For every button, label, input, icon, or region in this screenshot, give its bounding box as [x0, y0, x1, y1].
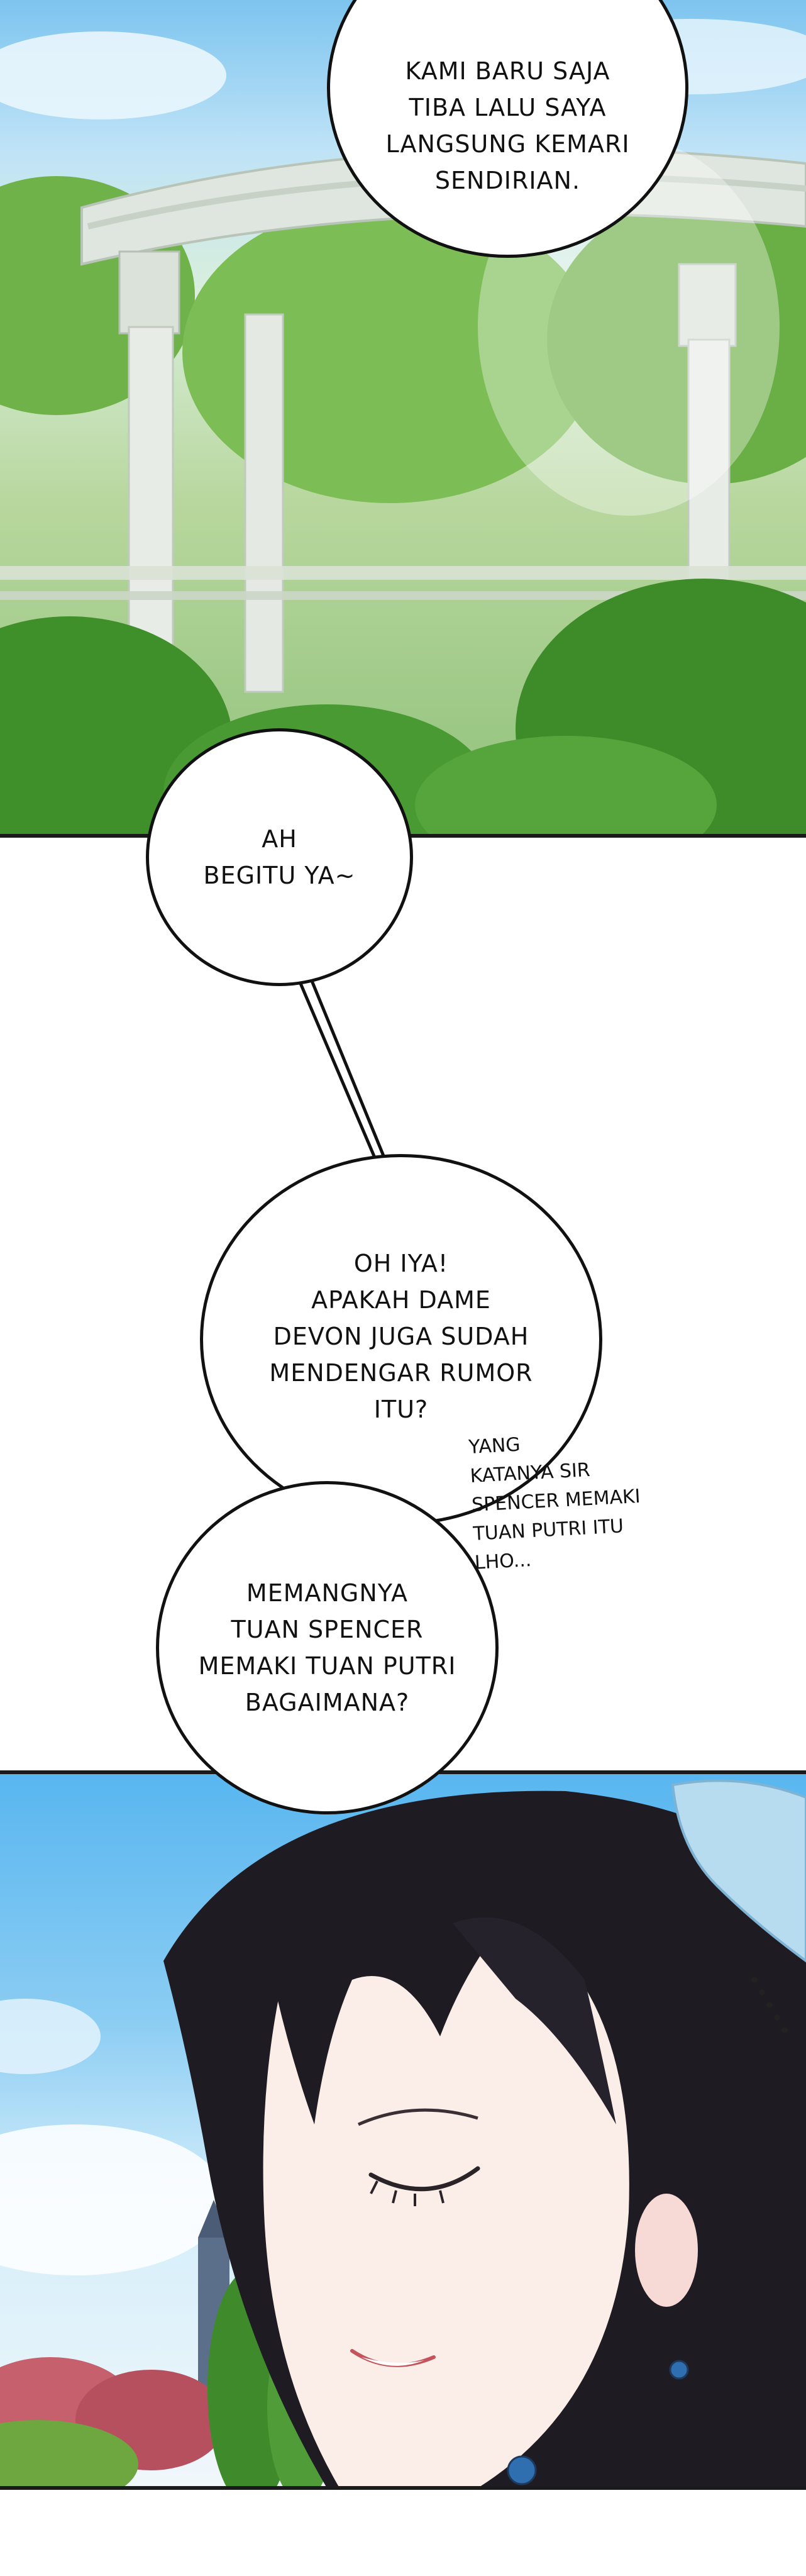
speech-bubble-ah: AH BEGITU YA~ [146, 728, 413, 986]
speech-bubble-question: MEMANGNYA TUAN SPENCER MEMAKI TUAN PUTRI… [156, 1481, 499, 1814]
speech-text-question: MEMANGNYA TUAN SPENCER MEMAKI TUAN PUTRI… [198, 1579, 456, 1716]
speech-text-arrival: KAMI BARU SAJA TIBA LALU SAYA LANGSUNG K… [385, 57, 630, 194]
whisper-text: YANG KATANYA SIR SPENCER MEMAKI TUAN PUT… [468, 1433, 641, 1574]
panel-border [0, 2486, 806, 2490]
garden-panel: KAMI BARU SAJA TIBA LALU SAYA LANGSUNG K… [0, 0, 806, 835]
speech-bubble-arrival: KAMI BARU SAJA TIBA LALU SAYA LANGSUNG K… [327, 0, 688, 258]
speech-text-ah: AH BEGITU YA~ [203, 825, 356, 889]
portrait-illustration [0, 1779, 806, 2488]
speech-text-rumor: OH IYA! APAKAH DAME DEVON JUGA SUDAH MEN… [269, 1250, 533, 1423]
portrait-panel [0, 1772, 806, 2488]
